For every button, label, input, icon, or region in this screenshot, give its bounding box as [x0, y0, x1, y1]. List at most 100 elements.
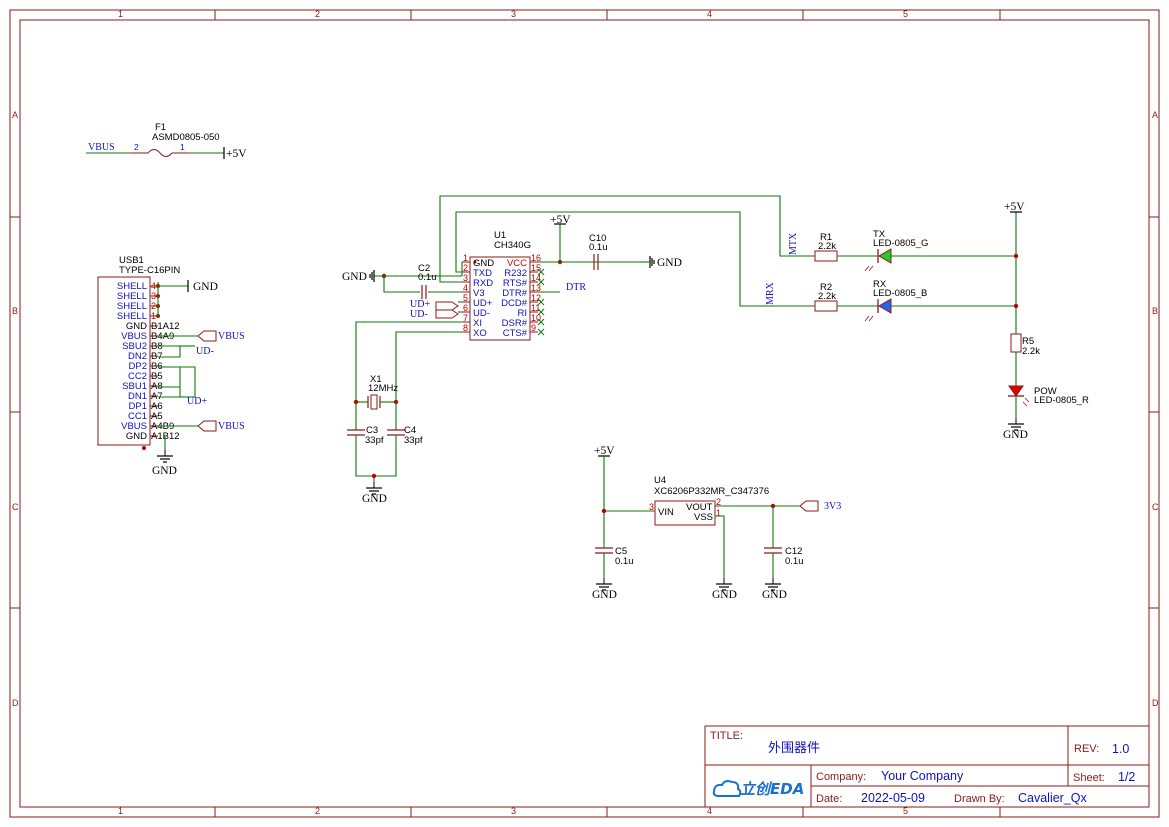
usb-pin-name: SHELL	[117, 291, 147, 302]
frame-col-label: 3	[511, 9, 516, 19]
u1-udm-net: UD-	[410, 309, 428, 320]
c2-ref: C2	[418, 263, 430, 274]
rx-led-icon	[878, 298, 892, 314]
ldo-u4: U4 XC6206P332MR_C347376 VIN VOUT VSS 3 2…	[592, 445, 841, 601]
usb-pin-name: VBUS	[121, 421, 147, 432]
usb-pin-name: GND	[126, 431, 147, 442]
usb-pin-number: B1A12	[151, 321, 180, 332]
c3-ref: C3	[366, 425, 378, 436]
u1-pin-name: DCD#	[501, 298, 528, 309]
usb-pin-name: SBU2	[122, 341, 147, 352]
c12-ref: C12	[785, 546, 802, 557]
usb-value: TYPE-C16PIN	[119, 265, 180, 276]
u1-pin-number: 13	[531, 283, 541, 293]
u1-gnd-left: GND	[342, 271, 367, 283]
usb-pin-name: GND	[126, 321, 147, 332]
u1-udp-net: UD+	[410, 299, 430, 310]
u1-pin-number: 10	[531, 313, 541, 323]
sheet-label: Sheet:	[1073, 772, 1105, 784]
c4-value: 33pf	[404, 435, 423, 446]
u1-pin-name: V3	[473, 288, 485, 299]
title-block: TITLE: 外围器件 REV: 1.0 Company: Your Compa…	[704, 725, 1150, 808]
frame-row-label: D	[1152, 698, 1159, 708]
c12-value: 0.1u	[785, 556, 804, 567]
f1-ref: F1	[155, 122, 166, 133]
c4-ref: C4	[404, 425, 416, 436]
u1-pin-name: DTR#	[502, 288, 528, 299]
frame-row-label: A	[12, 110, 18, 120]
u1-dtr-net: DTR	[566, 282, 586, 293]
title-label: TITLE:	[710, 730, 743, 742]
tx-led-icon	[878, 248, 892, 264]
company-value: Your Company	[881, 769, 964, 783]
u4-pin2: 2	[716, 497, 721, 507]
u4-vss: VSS	[694, 512, 713, 523]
frame-row-label: C	[12, 502, 19, 512]
frame-row-label: B	[1152, 306, 1158, 316]
f1-pin2: 2	[134, 142, 139, 152]
date-value: 2022-05-09	[861, 791, 925, 805]
u1-pin-name: VCC	[507, 258, 527, 269]
drawn-label: Drawn By:	[954, 793, 1005, 805]
xtal-gnd: GND	[362, 493, 387, 505]
led-indicators: MTX MRX R1 2.2k TX LED-0805_G R2 2.2k RX…	[765, 201, 1089, 441]
frame-col-label: 1	[118, 806, 123, 816]
f1-value: ASMD0805-050	[152, 132, 220, 143]
u1-pin-name: TXD	[473, 268, 492, 279]
frame-row-label: A	[1152, 110, 1158, 120]
sheet-value: 1/2	[1118, 770, 1135, 784]
usb-vbus2: VBUS	[218, 421, 245, 432]
fuse-f1: F1 ASMD0805-050 VBUS 2 1 +5V	[86, 122, 247, 160]
usb-pin-name: SHELL	[117, 301, 147, 312]
u4-pin1: 1	[716, 508, 721, 518]
frame-col-label: 2	[315, 9, 320, 19]
c2-value: 0.1u	[418, 272, 437, 283]
rx-value: LED-0805_B	[873, 288, 927, 299]
u1-pin-name: GND	[473, 258, 494, 269]
u4-gnd3: GND	[762, 589, 787, 601]
u1-pin-name: DSR#	[502, 318, 528, 329]
u1-pin-name: R232	[504, 268, 527, 279]
u4-3v3: 3V3	[824, 501, 841, 512]
f1-net-vbus: VBUS	[88, 142, 115, 153]
c10-value: 0.1u	[589, 242, 608, 253]
usb-pin-name: DN1	[128, 391, 147, 402]
pow-ref: POW	[1034, 386, 1057, 397]
r5-value: 2.2k	[1022, 346, 1040, 357]
c5-value: 0.1u	[615, 556, 634, 567]
frame-col-label: 4	[707, 806, 712, 816]
usb-vbus1: VBUS	[218, 331, 245, 342]
u4-ref: U4	[654, 475, 666, 486]
r2-ref: R2	[820, 282, 832, 293]
company-label: Company:	[816, 771, 866, 783]
r2-value: 2.2k	[818, 291, 836, 302]
usb-gnd-top: GND	[193, 281, 218, 293]
u1-pin-number: 2	[463, 263, 468, 273]
pow-gnd: GND	[1003, 429, 1028, 441]
frame-col-label: 5	[903, 806, 908, 816]
frame-col-label: 4	[707, 9, 712, 19]
u1-pin-number: 12	[531, 293, 541, 303]
c10-ref: C10	[589, 233, 606, 244]
frame-col-label: 2	[315, 806, 320, 816]
usb-pin-name: SHELL	[117, 311, 147, 322]
pow-led-icon	[1008, 385, 1024, 397]
usb-gnd-bottom: GND	[152, 465, 177, 477]
u1-pin-name: UD-	[473, 308, 490, 319]
u1-pin-name: RTS#	[503, 278, 528, 289]
frame-row-label: B	[12, 306, 18, 316]
frame-row-label: C	[1152, 502, 1159, 512]
u1-pin-number: 4	[463, 283, 468, 293]
rev-label: REV:	[1074, 743, 1099, 755]
usb-pin-name: DP1	[129, 401, 147, 412]
u1-pin-name: CTS#	[503, 328, 528, 339]
u1-pin-number: 5	[463, 293, 468, 303]
usb-pin-name: CC2	[128, 371, 147, 382]
f1-pin1: 1	[180, 142, 185, 152]
tx-value: LED-0805_G	[873, 238, 928, 249]
date-label: Date:	[816, 793, 842, 805]
logo: 立创EDA	[712, 780, 804, 798]
net-mrx: MRX	[765, 281, 776, 305]
